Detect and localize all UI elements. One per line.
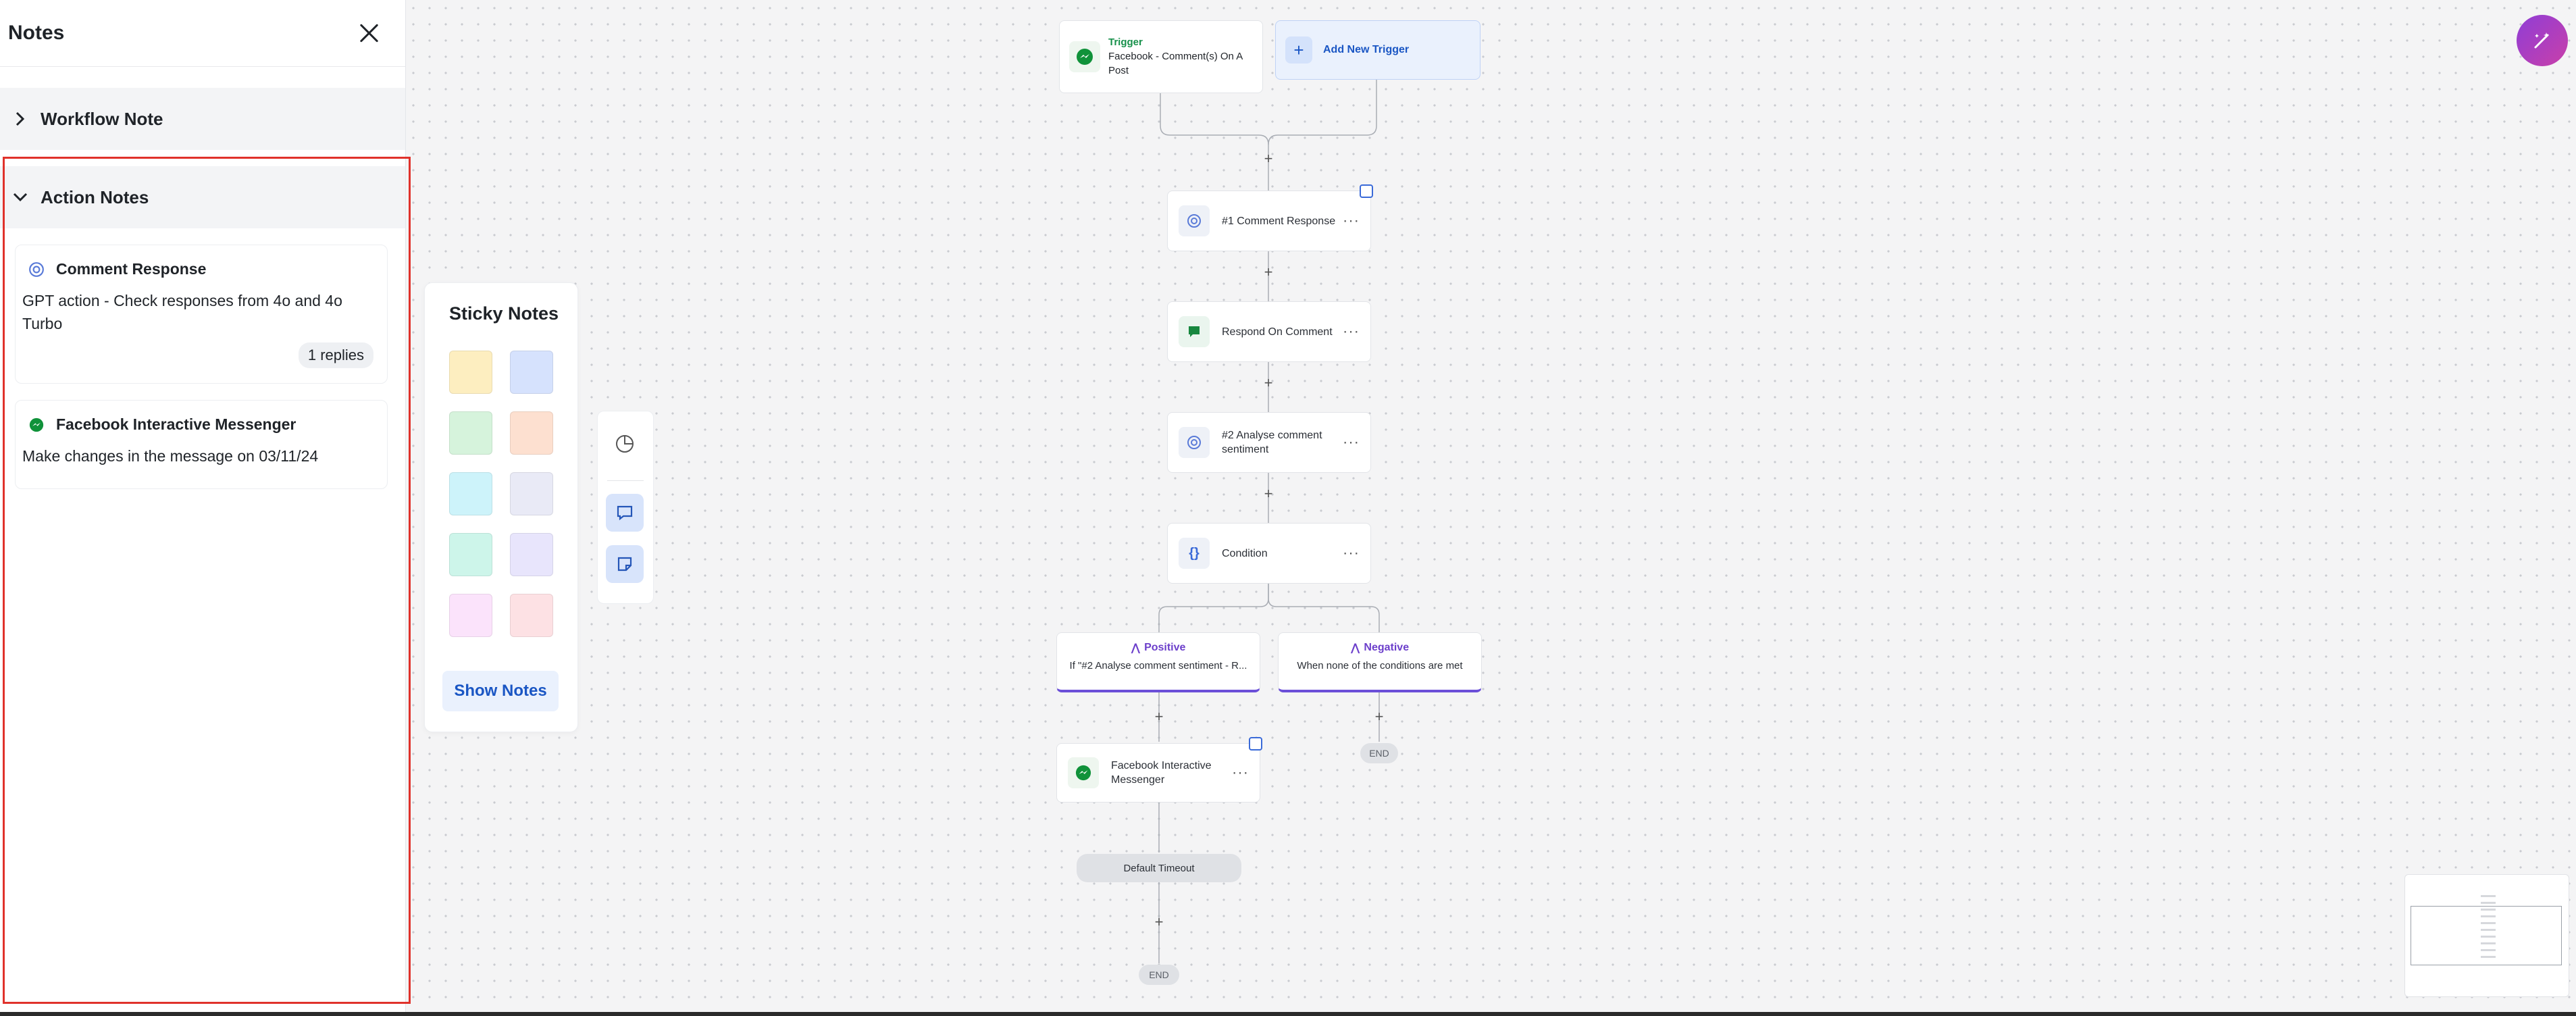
sticky-color-swatch[interactable] (510, 351, 553, 394)
note-indicator-icon (1249, 737, 1262, 751)
bottom-bar (0, 1012, 2576, 1016)
sticky-color-swatch[interactable] (510, 533, 553, 576)
comment-icon[interactable] (606, 494, 644, 532)
branch-icon: ⋀ (1350, 642, 1360, 654)
close-icon[interactable] (355, 20, 382, 47)
sticky-color-swatch[interactable] (510, 411, 553, 455)
note-card[interactable]: Facebook Interactive Messenger Make chan… (15, 400, 388, 489)
condition-node[interactable]: {} Condition ··· (1167, 523, 1371, 584)
gpt-icon (1179, 427, 1210, 458)
note-body: GPT action - Check responses from 4o and… (22, 292, 342, 332)
add-step-plus[interactable]: + (1264, 485, 1273, 502)
respond-on-comment-node[interactable]: Respond On Comment ··· (1167, 301, 1371, 362)
ai-assistant-button[interactable] (2517, 15, 2568, 66)
braces-icon: {} (1179, 538, 1210, 569)
positive-branch[interactable]: ⋀Positive If "#2 Analyse comment sentime… (1056, 632, 1260, 692)
sticky-color-swatch[interactable] (449, 411, 492, 455)
messenger-icon (1069, 41, 1100, 72)
notes-header: Notes (0, 0, 405, 67)
node-more-menu[interactable]: ··· (1343, 322, 1360, 340)
branch-title: Negative (1364, 642, 1410, 653)
sticky-notes-title: Sticky Notes (449, 303, 559, 324)
node-label: #1 Comment Response (1222, 215, 1336, 227)
messenger-icon (28, 416, 45, 434)
branch-icon: ⋀ (1131, 642, 1141, 654)
sticky-notes-panel: Sticky Notes Show Notes (424, 282, 578, 732)
add-trigger-button[interactable]: + Add New Trigger (1275, 20, 1480, 80)
add-step-plus[interactable]: + (1264, 150, 1273, 167)
workflow-note-section[interactable]: Workflow Note (0, 88, 405, 150)
node-label: Respond On Comment (1222, 326, 1333, 338)
section-label: Workflow Note (41, 108, 163, 129)
add-step-plus[interactable]: + (1154, 913, 1164, 930)
sticky-color-swatch[interactable] (449, 472, 492, 515)
trigger-text: Facebook - Comment(s) On A Post (1108, 50, 1243, 76)
gpt-icon (28, 261, 45, 278)
messenger-icon (1068, 757, 1099, 788)
notes-title: Notes (8, 22, 65, 44)
add-step-plus[interactable]: + (1264, 263, 1273, 280)
chat-icon (1179, 316, 1210, 347)
notes-panel: Notes Workflow Note Action Notes Comment… (0, 0, 411, 1016)
note-body: Make changes in the message on 03/11/24 (22, 447, 319, 465)
replies-badge[interactable]: 1 replies (298, 342, 373, 368)
branch-description: When none of the conditions are met (1297, 660, 1463, 671)
minimap-flow (2481, 895, 2496, 963)
sticky-color-swatch[interactable] (510, 472, 553, 515)
node-label: #2 Analyse comment sentiment (1222, 430, 1322, 455)
end-marker: END (1360, 743, 1398, 763)
divider (607, 480, 644, 481)
note-indicator-icon (1360, 184, 1373, 198)
chevron-down-icon (0, 191, 41, 203)
add-step-plus[interactable]: + (1264, 374, 1273, 391)
analyse-sentiment-node[interactable]: #2 Analyse comment sentiment ··· (1167, 412, 1371, 473)
branch-description: If "#2 Analyse comment sentiment - R... (1069, 660, 1247, 671)
minimap[interactable] (2404, 874, 2569, 997)
node-label: Facebook Interactive Messenger (1111, 760, 1212, 786)
plus-icon: + (1285, 36, 1312, 63)
negative-branch[interactable]: ⋀ Negative When none of the conditions ar… (1278, 632, 1482, 692)
pie-chart-icon[interactable] (606, 425, 644, 463)
magic-wand-icon (2534, 32, 2549, 49)
node-more-menu[interactable]: ··· (1232, 763, 1249, 781)
sticky-color-swatch[interactable] (449, 351, 492, 394)
comment-response-node[interactable]: #1 Comment Response ··· (1167, 184, 1373, 251)
node-more-menu[interactable]: ··· (1343, 211, 1360, 229)
chevron-right-icon (0, 111, 41, 127)
facebook-messenger-node[interactable]: Facebook Interactive Messenger ··· (1056, 737, 1262, 803)
sticky-color-swatch[interactable] (449, 533, 492, 576)
default-timeout-pill[interactable]: Default Timeout (1077, 854, 1241, 882)
sticky-note-icon[interactable] (606, 545, 644, 583)
canvas-tool-strip (597, 411, 654, 604)
end-marker: END (1139, 965, 1179, 985)
add-step-plus[interactable]: + (1154, 708, 1164, 725)
note-title: Facebook Interactive Messenger (56, 415, 297, 433)
gpt-icon (1179, 205, 1210, 236)
branch-title: Positive (1144, 642, 1186, 653)
workflow-canvas[interactable] (405, 0, 2576, 1016)
node-more-menu[interactable]: ··· (1343, 433, 1360, 451)
show-notes-button[interactable]: Show Notes (442, 671, 559, 711)
note-title: Comment Response (56, 260, 207, 278)
note-card[interactable]: Comment Response GPT action - Check resp… (15, 245, 388, 384)
node-more-menu[interactable]: ··· (1343, 544, 1360, 561)
section-label: Action Notes (41, 186, 149, 207)
sticky-color-swatch[interactable] (510, 594, 553, 637)
trigger-node[interactable]: Trigger Facebook - Comment(s) On A Post (1059, 20, 1263, 93)
action-notes-section[interactable]: Action Notes (0, 166, 405, 228)
sticky-color-swatch[interactable] (449, 594, 492, 637)
node-label: Condition (1222, 547, 1268, 559)
add-step-plus[interactable]: + (1374, 708, 1384, 725)
add-trigger-label: Add New Trigger (1323, 44, 1410, 55)
trigger-label: Trigger (1108, 36, 1143, 48)
